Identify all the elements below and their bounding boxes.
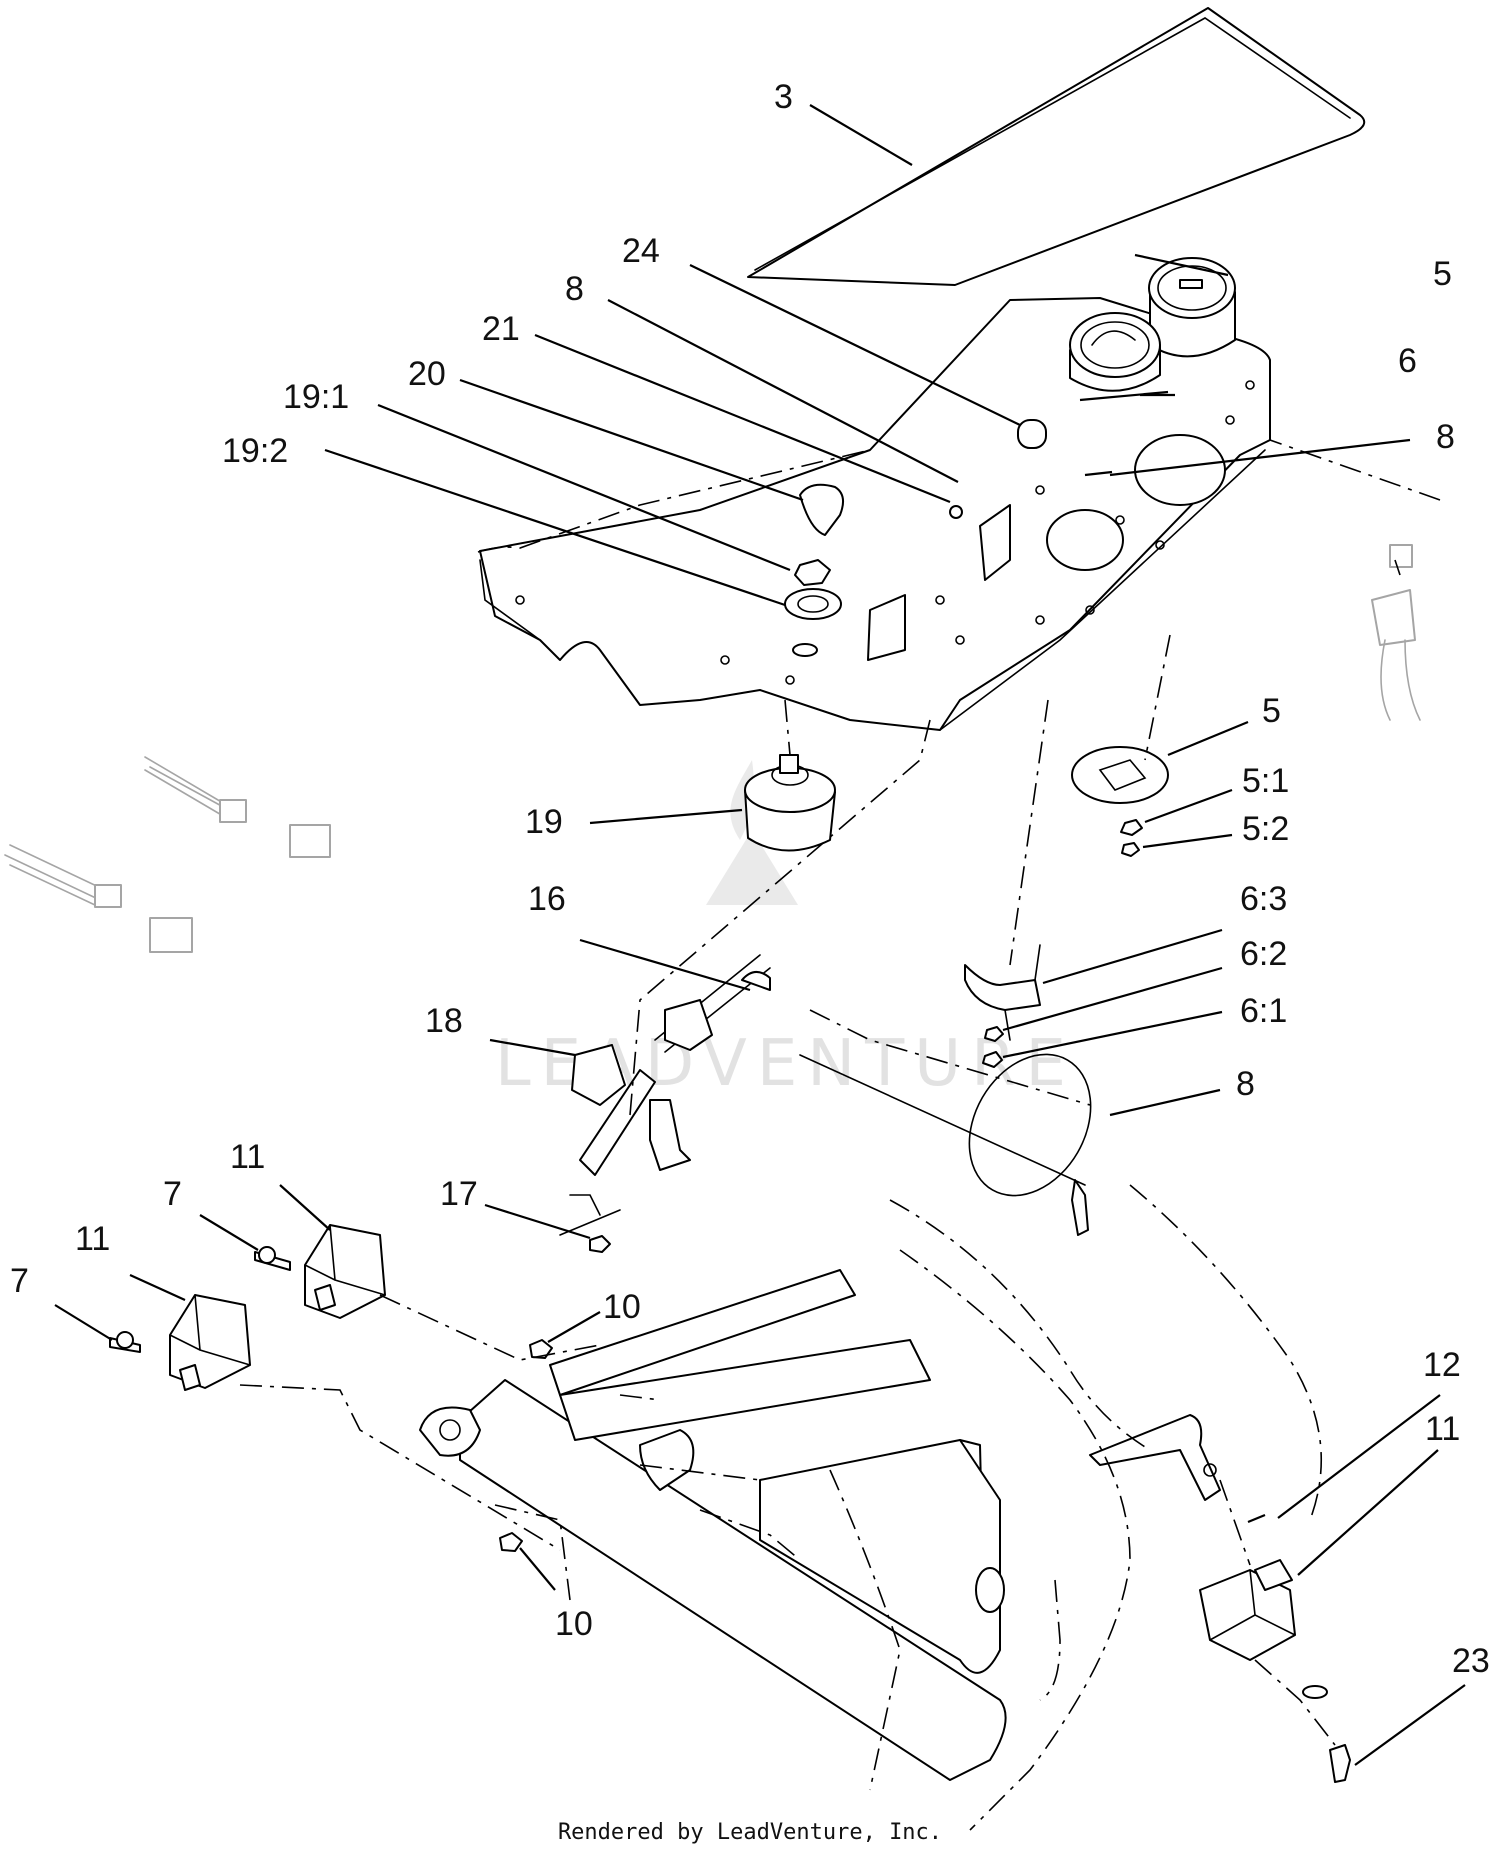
hex-nut (794, 559, 831, 586)
callout-11-upper: 11 (230, 1138, 265, 1176)
ignition-switch (744, 754, 836, 852)
callout-12: 12 (1423, 1346, 1461, 1384)
callout-6-top: 6 (1398, 342, 1417, 380)
callout-5-top: 5 (1433, 255, 1452, 293)
ignition-key (799, 483, 845, 536)
leader-lines (54, 104, 1466, 1766)
phantom-lines (239, 439, 1441, 1831)
callout-8-right: 8 (1436, 418, 1455, 456)
callout-6-3: 6:3 (1240, 880, 1287, 918)
relay-right (1199, 1513, 1351, 1783)
nut-17 (589, 1235, 611, 1253)
callout-18: 18 (425, 1002, 463, 1040)
cable-tie (799, 1053, 1092, 1236)
callout-7-upper: 7 (163, 1175, 182, 1213)
nut-10-upper (529, 1339, 553, 1359)
screw-23 (1329, 1744, 1351, 1783)
nut-10-lower (499, 1532, 523, 1552)
callout-5-lower: 5 (1262, 692, 1281, 730)
footer-credit: Rendered by LeadVenture, Inc. (557, 1820, 943, 1845)
callout-5-1: 5:1 (1242, 762, 1289, 800)
cover-panel (747, 7, 1366, 286)
callout-8-lower: 8 (1236, 1065, 1255, 1103)
frame-assembly (419, 1269, 1221, 1781)
callouts: 3 24 8 21 20 19:1 19:2 5 6 8 5 5:1 5:2 1… (10, 78, 1490, 1680)
gauge-clamp (964, 964, 1041, 1011)
fuel-gauge (1069, 312, 1161, 392)
callout-8-upper: 8 (565, 270, 584, 308)
callout-7-lower: 7 (10, 1262, 29, 1300)
gauge-bracket (1071, 746, 1169, 857)
callout-17: 17 (440, 1175, 478, 1213)
callout-6-1: 6:1 (1240, 992, 1287, 1030)
callout-3: 3 (774, 78, 793, 116)
callout-23: 23 (1452, 1642, 1490, 1680)
callout-20: 20 (408, 355, 446, 393)
callout-21: 21 (482, 310, 520, 348)
callout-19: 19 (525, 803, 563, 841)
callout-11-lower: 11 (75, 1220, 110, 1258)
callout-10-upper: 10 (603, 1288, 641, 1326)
relay-left-lower (109, 1294, 251, 1391)
callout-5-2: 5:2 (1242, 810, 1289, 848)
lock-washer (784, 588, 842, 620)
relay-left-upper (254, 1224, 386, 1319)
callout-10-lower: 10 (555, 1605, 593, 1643)
callout-11-right: 11 (1425, 1410, 1460, 1448)
callout-19-1: 19:1 (283, 378, 349, 416)
callout-24: 24 (622, 232, 660, 270)
wire-connectors (4, 756, 331, 953)
relay-harness (559, 954, 771, 1253)
harness-connector (1371, 544, 1421, 721)
callout-19-2: 19:2 (222, 432, 288, 470)
callout-16: 16 (528, 880, 566, 918)
callout-6-2: 6:2 (1240, 935, 1287, 973)
